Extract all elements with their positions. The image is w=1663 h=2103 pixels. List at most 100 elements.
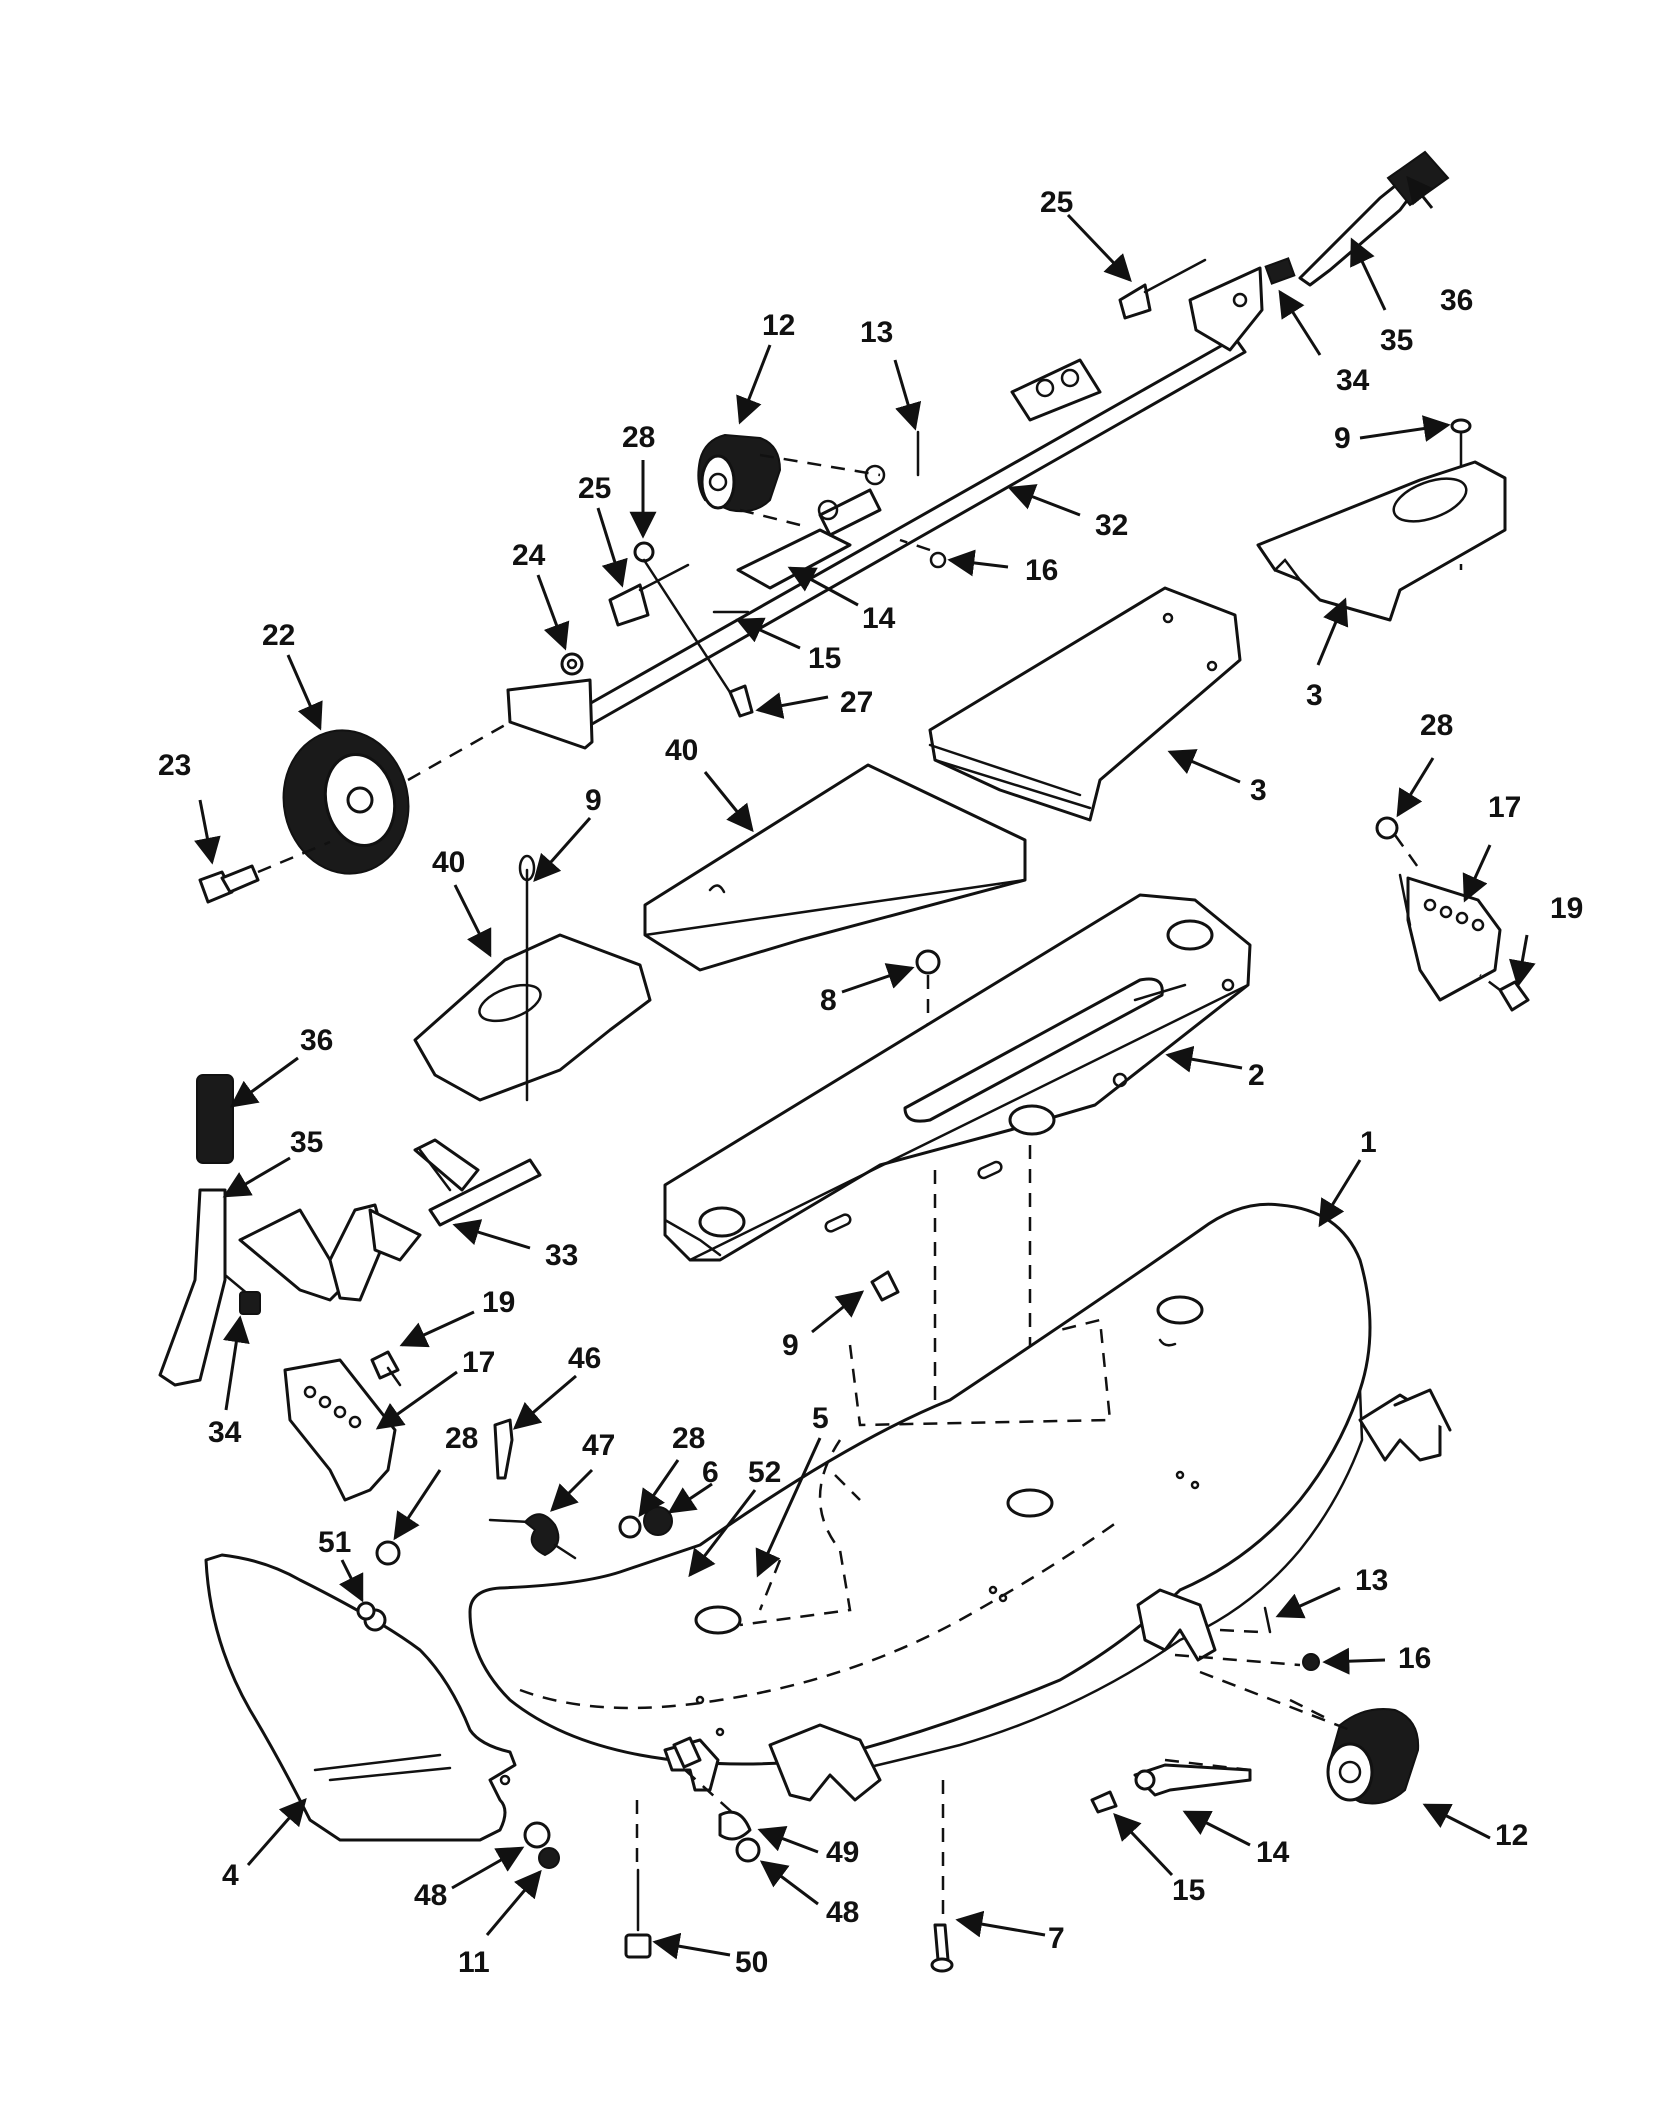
cotter-pin-upper [899,538,947,569]
bracket-17-right [1398,873,1502,1002]
leader-28-right [1396,757,1435,818]
pedal-linkage [238,1138,542,1302]
leader-47 [550,1468,594,1512]
cotter-pin-16-lower [1174,1653,1320,1671]
callout-28-right: 28 [1420,709,1453,742]
spring-left [239,1291,261,1315]
callout-36-upper: 36 [1440,284,1473,317]
callout-51: 51 [318,1526,351,1559]
leader-46 [512,1374,577,1430]
leader-48-left [451,1846,525,1890]
leader-13-upper [893,359,922,431]
pedal-arm-upper [1298,180,1417,287]
pedal-pad-left [196,1074,234,1164]
leader-19-left [399,1310,475,1348]
callout-27: 27 [840,686,873,719]
leader-17-left [375,1370,458,1430]
callout-15-lower: 15 [1172,1874,1205,1907]
callout-52: 52 [748,1456,781,1489]
torsion-spring-47 [488,1513,577,1560]
clip-and-nut-middle [608,541,754,718]
callout-35-upper: 35 [1380,324,1413,357]
leader-14-lower [1182,1810,1251,1847]
leader-23 [194,799,221,865]
leader-7 [955,1910,1046,1938]
leader-25-middle [596,507,628,588]
callout-35-left: 35 [290,1126,323,1159]
nut-48-and-cap-11 [523,1821,560,1869]
callout-2: 2 [1248,1059,1265,1092]
wheel-22 [282,723,506,875]
pin-46 [493,1418,514,1480]
callout-7: 7 [1048,1922,1065,1955]
leader-14-upper [787,566,859,607]
callout-12-upper: 12 [762,309,795,342]
callout-15-upper: 15 [808,642,841,675]
callout-3-center: 3 [1250,774,1267,807]
callout-9-left: 9 [585,784,602,817]
leader-40-left [453,884,492,958]
leader-25-upper [1066,213,1132,282]
frame-plate-2 [663,893,1252,1262]
spring-upper [1264,257,1296,285]
callout-17-right: 17 [1488,791,1521,824]
callout-36-left: 36 [300,1024,333,1057]
mower-deck-1 [468,1202,1452,1802]
leader-24 [536,574,570,651]
leader-3-center [1167,749,1241,784]
callout-8: 8 [820,984,837,1017]
leader-3-right [1316,597,1349,666]
leader-28-left [393,1469,442,1541]
leader-13-lower [1275,1586,1341,1619]
callout-17-left: 17 [462,1346,495,1379]
leader-19-right [1509,934,1536,988]
callout-13-lower: 13 [1355,1564,1388,1597]
roller-bracket-lower [1133,1758,1252,1797]
nut-28-right [1375,816,1422,871]
leader-lines [194,175,1536,1960]
leader-9-right [1359,415,1451,442]
callout-19-right: 19 [1550,892,1583,925]
callout-24: 24 [512,539,546,572]
leader-35-left [222,1156,291,1198]
callout-5: 5 [812,1402,829,1435]
bolt-7 [930,1780,954,1973]
leader-6 [667,1482,713,1514]
leader-12-lower [1422,1803,1491,1840]
callout-32: 32 [1095,509,1128,542]
callout-1: 1 [1360,1126,1377,1159]
callout-9-right: 9 [1334,422,1351,455]
callout-9-center: 9 [782,1329,799,1362]
bolt-50 [624,1800,652,1959]
leader-22 [286,654,323,731]
callout-16-upper: 16 [1025,554,1058,587]
callout-33: 33 [545,1239,578,1272]
cover-3-center [928,586,1242,822]
leader-40-center [703,771,754,833]
nut-28-and-washer-6 [618,1506,673,1539]
callout-28-upper: 28 [622,421,655,454]
callout-3-right: 3 [1306,679,1323,712]
leader-27 [755,692,829,719]
callout-40-center: 40 [665,734,698,767]
leader-16-upper [947,549,1009,577]
callout-40-left: 40 [432,846,465,879]
leader-32 [1007,484,1081,517]
bolt-19-left [370,1350,402,1387]
callout-13-upper: 13 [860,316,893,349]
leader-8 [841,963,915,994]
pin-15-lower [1090,1790,1118,1814]
leader-36-upper [1406,175,1434,209]
leader-17-right [1462,844,1492,903]
leader-51 [339,1559,364,1603]
callout-labels: 36 25 35 34 12 13 28 25 24 32 9 16 14 15… [158,186,1583,1979]
callout-14-upper: 14 [862,602,896,635]
callout-6: 6 [702,1456,719,1489]
callout-19-left: 19 [482,1286,515,1319]
pin-13-lower [1219,1606,1272,1634]
bolt-19-right [1479,974,1530,1012]
cover-3-right [1256,460,1507,622]
leader-9-center [811,1290,865,1334]
leader-15-lower [1113,1813,1174,1877]
